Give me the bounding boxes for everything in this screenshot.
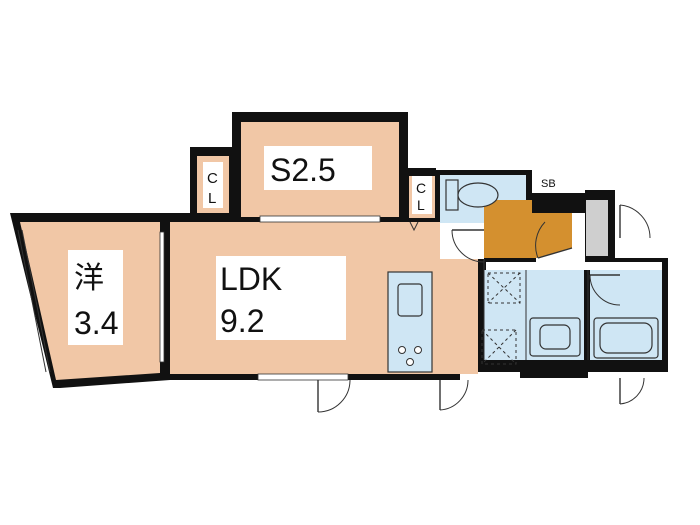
room-western-name: 洋 [74, 261, 104, 296]
label-western: 洋 3.4 [68, 250, 123, 345]
fridge-space [481, 329, 517, 365]
laundry-pan [487, 272, 521, 304]
entrance-hall [484, 200, 572, 258]
washbasin [529, 317, 581, 357]
kitchen-counter [387, 271, 433, 373]
closet-left-line2: L [208, 190, 216, 207]
bathtub [593, 317, 659, 359]
room-ldk-size: 9.2 [220, 303, 264, 339]
label-ldk: LDK 9.2 [216, 256, 346, 340]
closet-right-line2: L [417, 197, 425, 213]
shoe-box [533, 174, 573, 191]
closet-left-line1: C [207, 170, 218, 187]
toilet [445, 179, 499, 211]
label-closet-right: C L [412, 176, 432, 214]
gray-area [586, 200, 608, 256]
label-closet-left: C L [203, 162, 223, 208]
doors [317, 204, 651, 413]
label-storage: S2.5 [264, 146, 372, 190]
room-western-size: 3.4 [74, 305, 118, 341]
room-storage-name: S2.5 [270, 152, 336, 188]
room-ldk-name: LDK [220, 261, 282, 297]
windows [17, 215, 381, 381]
shoe-box-label: SB [541, 178, 556, 190]
closet-right-line1: C [416, 180, 426, 196]
